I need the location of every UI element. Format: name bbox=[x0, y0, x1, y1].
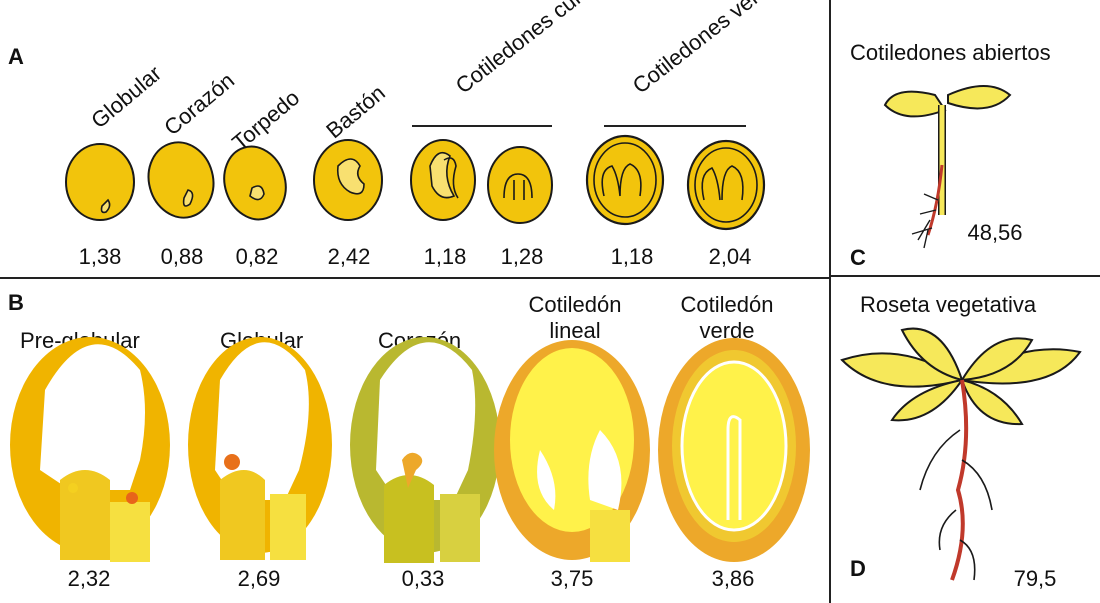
seedling-value: 48,56 bbox=[950, 220, 1040, 246]
seed-globular bbox=[66, 144, 134, 220]
horizontal-divider-right bbox=[831, 275, 1100, 277]
section-value-cotiledon-verde: 3,86 bbox=[688, 566, 778, 592]
seed-baston bbox=[314, 140, 382, 220]
section-globular bbox=[188, 337, 332, 560]
section-corazon bbox=[350, 337, 500, 563]
section-drawings bbox=[0, 270, 830, 600]
section-value-cotiledon-lineal: 3,75 bbox=[527, 566, 617, 592]
seed-value-green-2: 2,04 bbox=[685, 244, 775, 270]
section-value-globular: 2,69 bbox=[214, 566, 304, 592]
rosette-drawing bbox=[832, 310, 1092, 600]
section-value-corazon: 0,33 bbox=[378, 566, 468, 592]
seed-value-curved-2: 1,28 bbox=[477, 244, 567, 270]
seed-curved-1 bbox=[411, 140, 475, 220]
seed-value-torpedo: 0,82 bbox=[212, 244, 302, 270]
seed-value-green-1: 1,18 bbox=[587, 244, 677, 270]
seed-green-1 bbox=[587, 136, 663, 224]
seed-drawings bbox=[0, 0, 830, 280]
seed-curved-2 bbox=[488, 147, 552, 223]
seed-corazon bbox=[140, 135, 221, 225]
section-value-pre-globular: 2,32 bbox=[44, 566, 134, 592]
seedling-label: Cotiledones abiertos bbox=[850, 40, 1051, 66]
seed-torpedo bbox=[215, 139, 295, 228]
section-pre-globular bbox=[10, 337, 170, 562]
seed-value-globular: 1,38 bbox=[55, 244, 145, 270]
section-cotiledon-verde bbox=[658, 338, 810, 562]
seed-green-2 bbox=[688, 141, 764, 229]
rosette-value: 79,5 bbox=[990, 566, 1080, 592]
seed-value-baston: 2,42 bbox=[304, 244, 394, 270]
section-cotiledon-lineal bbox=[494, 340, 650, 562]
